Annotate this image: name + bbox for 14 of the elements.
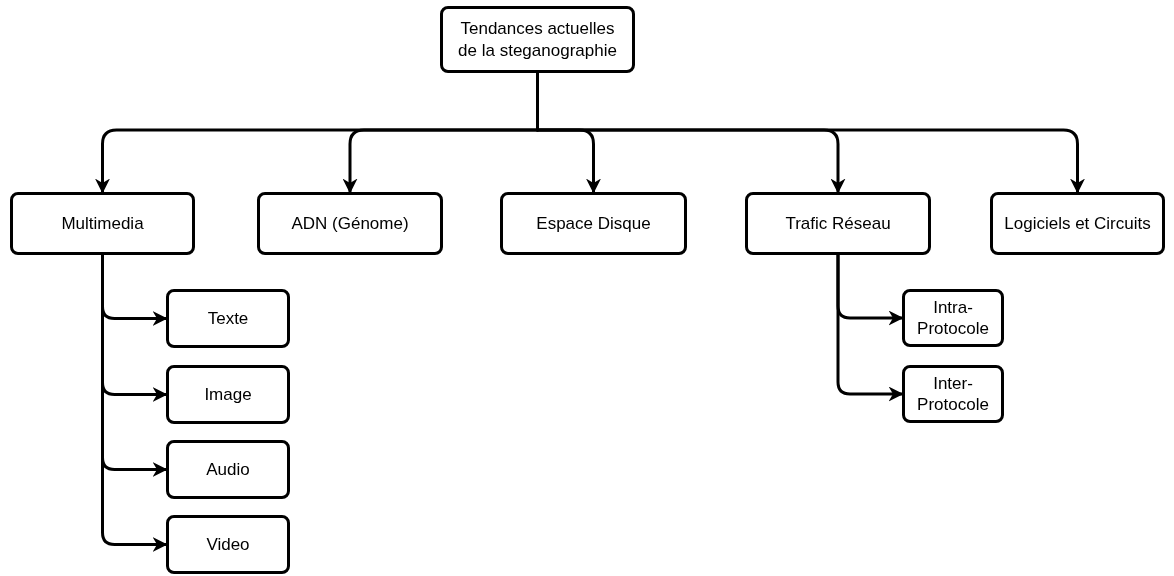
process-box: Video (166, 515, 290, 574)
process-box: Logiciels et Circuits (990, 192, 1165, 255)
process-box: Inter-Protocole (902, 365, 1004, 423)
arrow (101, 255, 168, 552)
process-box: Espace Disque (500, 192, 687, 255)
arrow (836, 255, 904, 402)
process-box: Image (166, 365, 290, 424)
process-box: Intra-Protocole (902, 289, 1004, 347)
process-box: Tendances actuelles de la steganographie (440, 6, 635, 73)
process-box: Trafic Réseau (745, 192, 931, 255)
process-box: ADN (Génome) (257, 192, 443, 255)
process-box: Audio (166, 440, 290, 499)
process-box: Multimedia (10, 192, 195, 255)
process-box: Texte (166, 289, 290, 348)
